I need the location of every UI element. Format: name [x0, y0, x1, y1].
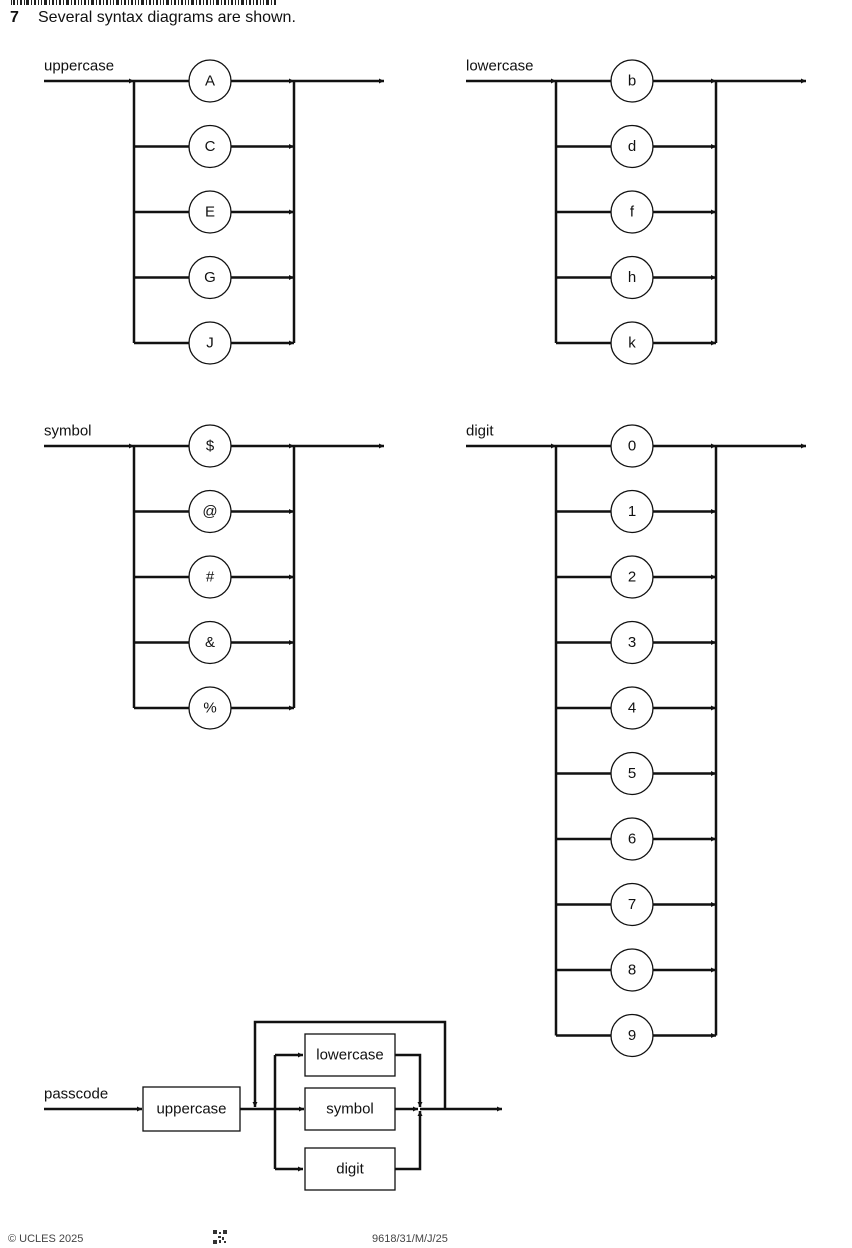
top-barcode — [11, 0, 276, 5]
footer-paper-code: 9618/31/M/J/25 — [372, 1233, 448, 1245]
uppercase-option-label: E — [205, 204, 215, 221]
uppercase-box-label: uppercase — [156, 1101, 226, 1118]
digit-option-label: 7 — [628, 896, 636, 913]
symbol-option-label: @ — [202, 503, 217, 520]
digit-to-junction-arrow — [395, 1111, 423, 1171]
uppercase-diagram-label: uppercase — [44, 58, 114, 75]
lowercase-option-label: f — [630, 204, 635, 221]
lowercase-option-label: h — [628, 269, 636, 286]
digit-diagram: digit 0 1 2 3 4 5 6 7 8 9 — [466, 423, 806, 1058]
symbol-option-label: % — [203, 700, 216, 717]
lowercase-option-label: k — [628, 335, 636, 352]
footer-copyright: © UCLES 2025 — [8, 1233, 84, 1245]
symbol-diagram: symbol $ @ # &% — [44, 423, 384, 730]
symbol-option-label: # — [206, 569, 215, 586]
digit-option-label: 9 — [628, 1027, 636, 1044]
digit-option-label: 4 — [628, 700, 636, 717]
symbol-box — [304, 1087, 396, 1131]
passcode-loop-back-arrow — [252, 1020, 447, 1109]
digit-option-label: 1 — [628, 503, 636, 520]
digit-option-label: 0 — [628, 438, 636, 455]
digit-diagram-label: digit — [466, 423, 494, 440]
lowercase-diagram: lowercase b d f h k — [466, 58, 806, 365]
digit-box-label: digit — [336, 1161, 364, 1178]
passcode-diagram-label: passcode — [44, 1086, 108, 1103]
qr-code — [213, 1230, 227, 1244]
question-text: Several syntax diagrams are shown. — [38, 9, 296, 26]
uppercase-option-label: C — [205, 138, 216, 155]
passcode-diagram: passcode uppercase lowercase symbol digit — [44, 1020, 502, 1191]
question-header: 7 Several syntax diagrams are shown. — [10, 9, 296, 27]
digit-option-label: 2 — [628, 569, 636, 586]
lowercase-option-label: b — [628, 73, 636, 90]
lowercase-box-label: lowercase — [316, 1047, 384, 1064]
digit-option-label: 8 — [628, 962, 636, 979]
symbol-option-label: & — [205, 634, 215, 651]
symbol-box-label: symbol — [326, 1101, 374, 1118]
symbol-option-label: $ — [206, 438, 215, 455]
lowercase-box — [304, 1033, 396, 1077]
uppercase-option-label: J — [206, 335, 214, 352]
lowercase-option-label: d — [628, 138, 636, 155]
uppercase-option-label: G — [204, 269, 216, 286]
uppercase-option-label: A — [205, 73, 215, 90]
digit-option-label: 3 — [628, 634, 636, 651]
lowercase-diagram-label: lowercase — [466, 58, 534, 75]
question-number: 7 — [10, 9, 19, 26]
lowercase-to-junction-arrow — [395, 1053, 423, 1107]
digit-option-label: 6 — [628, 831, 636, 848]
digit-option-label: 5 — [628, 765, 636, 782]
symbol-diagram-label: symbol — [44, 423, 92, 440]
